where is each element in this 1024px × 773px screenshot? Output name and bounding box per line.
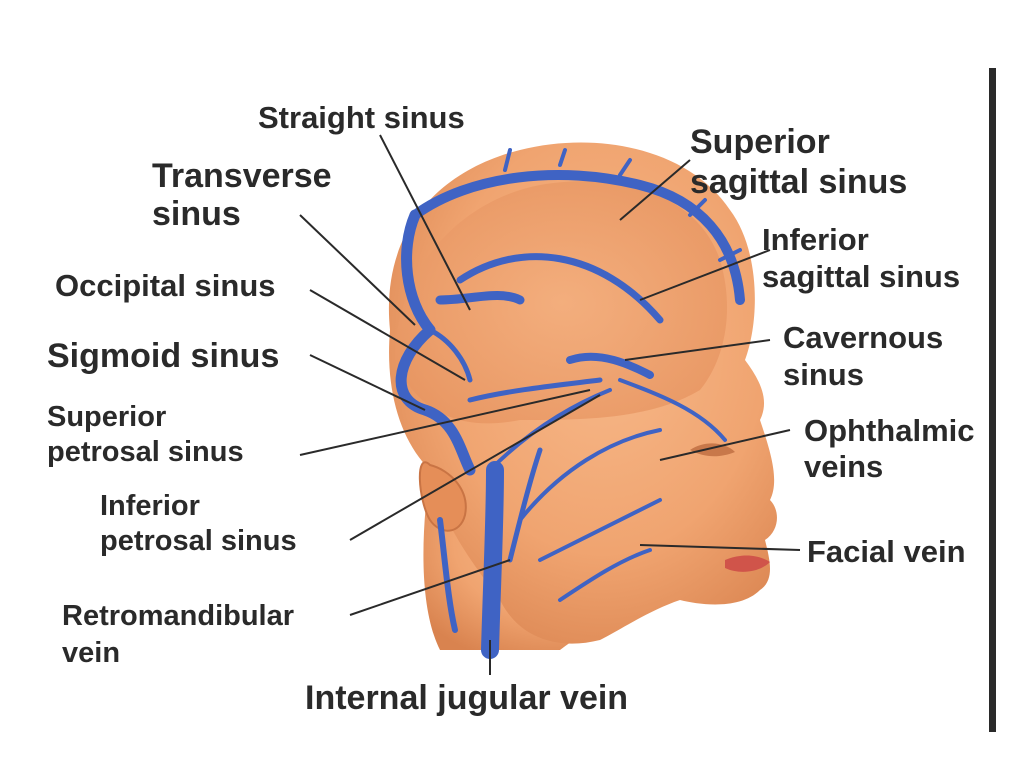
eye [690, 443, 735, 457]
label-retromandibular-line2: vein [62, 637, 121, 669]
superior-sagittal-sinus-vessel [410, 170, 745, 305]
label-retromandibular-line1: Retromandibular [62, 600, 295, 632]
label-transverse-line2: sinus [152, 195, 241, 233]
occipital-vessel [427, 327, 473, 383]
label-superior-petrosal-line2: petrosal sinus [47, 436, 244, 468]
label-cavernous-line1: Cavernous [783, 320, 944, 355]
label-superior-sagittal-line2: sagittal sinus [690, 163, 908, 201]
vein-network [395, 148, 745, 659]
right-border-line [989, 68, 996, 732]
label-transverse-line1: Transverse [152, 157, 332, 195]
label-internal-jugular: Internal jugular vein [305, 679, 629, 717]
ophthalmic-vessel [618, 378, 727, 442]
leader-ophthalmic [659, 429, 791, 461]
scalp-veins [503, 148, 742, 262]
superior-petrosal-vessel [467, 377, 603, 403]
leader-cavernous [624, 339, 771, 361]
label-straight-sinus: Straight sinus [258, 100, 465, 135]
label-occipital-sinus: Occipital sinus [55, 268, 276, 303]
leader-transverse [299, 214, 416, 326]
inferior-sagittal-sinus-vessel [456, 253, 664, 324]
leader-inferior-petrosal [349, 394, 601, 541]
label-ophthalmic-line2: veins [804, 449, 884, 484]
internal-jugular-vessel [481, 461, 504, 659]
label-inferior-petrosal-line2: petrosal sinus [100, 525, 297, 557]
leader-superior-petrosal [299, 389, 591, 456]
label-ophthalmic-line1: Ophthalmic [804, 413, 975, 448]
inferior-petrosal-vessel [488, 388, 612, 472]
transverse-sinus-vessel [401, 209, 436, 336]
leader-facial [639, 544, 801, 551]
neck-veins [437, 517, 458, 633]
leader-sigmoid [309, 354, 426, 411]
label-superior-petrosal-line1: Superior [47, 401, 167, 433]
label-facial-vein: Facial vein [807, 534, 966, 569]
label-sigmoid-sinus: Sigmoid sinus [47, 337, 280, 375]
leader-superior-sagittal [619, 159, 691, 221]
label-cavernous-line2: sinus [783, 357, 864, 392]
leader-occipital [309, 289, 466, 381]
cavernous-vessel [566, 352, 654, 379]
right-clip-area [996, 0, 1024, 768]
brain-region [395, 181, 728, 424]
straight-sinus-vessel [435, 291, 525, 305]
leader-inferior-sagittal [639, 249, 771, 301]
label-inferior-sagittal-line2: sagittal sinus [762, 259, 961, 294]
label-superior-sagittal-line1: Superior [690, 123, 830, 161]
lips [725, 555, 770, 572]
label-inferior-petrosal-line1: Inferior [100, 490, 200, 522]
leader-retromandibular [349, 559, 511, 616]
leader-straight [379, 134, 471, 311]
facial-vein-vessel [518, 428, 662, 602]
leader-lines [299, 134, 801, 675]
ear [418, 461, 467, 532]
label-inferior-sagittal-line1: Inferior [762, 222, 869, 257]
retromandibular-vessel [507, 447, 543, 563]
